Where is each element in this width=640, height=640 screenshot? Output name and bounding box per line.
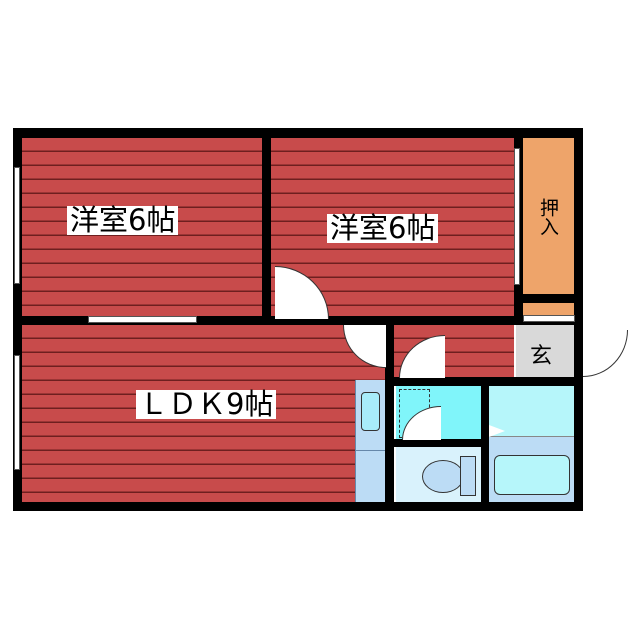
outer-wall-top (13, 128, 578, 138)
wall-washroom-bath (481, 386, 489, 511)
wall-bedrooms-ldk (13, 316, 583, 325)
ldk-label: ＬＤＫ9帖 (136, 390, 277, 419)
closet-sliding-door (514, 148, 520, 285)
closet-wall-bottom (514, 294, 583, 303)
wall-hall-bottom (385, 377, 583, 386)
outer-wall-bottom (13, 502, 583, 511)
front-door[interactable] (583, 330, 628, 377)
closet-label: 押入 (537, 198, 559, 236)
western-room-2-label: 洋室6帖 (327, 214, 439, 243)
kitchen-counter-divider (355, 450, 385, 451)
toilet-bowl-icon (422, 460, 464, 493)
wall-washroom-bottom (385, 439, 489, 447)
toilet-tank-icon (460, 456, 476, 496)
window-western-room-1 (14, 167, 20, 284)
wall-ldk-hall (385, 316, 394, 511)
sliding-door-bedroom-ldk (88, 316, 197, 323)
ldk-floor (22, 325, 355, 502)
entrance-floor (516, 325, 574, 377)
entrance-label: 玄 (530, 344, 553, 369)
wall-between-rooms (262, 128, 271, 323)
bathtub-icon (494, 455, 570, 495)
window-ldk (14, 355, 20, 470)
kitchen-sink-icon (361, 392, 380, 431)
bathroom-door-arrow (489, 425, 505, 437)
shoe-cabinet-door (523, 315, 575, 322)
closet-floor (523, 138, 574, 294)
closet-lower-shelf (523, 303, 574, 315)
western-room-1-label: 洋室6帖 (67, 206, 179, 235)
